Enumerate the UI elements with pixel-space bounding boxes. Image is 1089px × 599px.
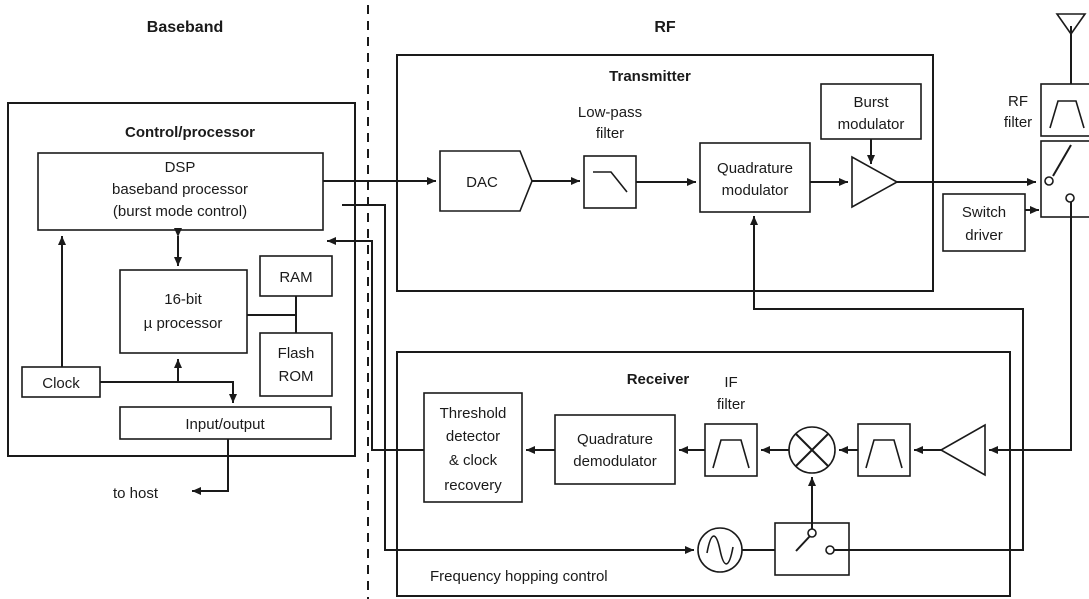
switch-driver-label-2: driver <box>965 227 1003 244</box>
low-pass-filter-icon <box>593 171 628 193</box>
threshold-label-1: Threshold <box>440 405 507 422</box>
synth-switch-contact <box>825 545 835 555</box>
qmod-label-2: modulator <box>722 182 789 199</box>
switch-to-lna-wire <box>989 202 1072 454</box>
rf-band-pass-icon <box>865 439 903 469</box>
qdem-label-2: demodulator <box>573 453 656 470</box>
transmitter-title: Transmitter <box>609 68 691 85</box>
clock-to-io-wire <box>100 381 237 403</box>
if-band-pass-icon <box>712 439 750 469</box>
quadrature-demodulator-block <box>554 414 676 485</box>
control-processor-title: Control/processor <box>125 124 255 141</box>
qmod-label-1: Quadrature <box>717 160 793 177</box>
band-pass-filter-icon <box>1049 100 1085 129</box>
dsp-block <box>37 152 324 231</box>
mixer-cross-b <box>795 433 829 467</box>
qdem-label-1: Quadrature <box>577 431 653 448</box>
dsp-label-1: DSP <box>165 159 196 176</box>
microprocessor-label-2: µ processor <box>144 315 223 332</box>
threshold-label-4: recovery <box>444 477 502 494</box>
if-filter-block <box>704 423 758 477</box>
rf-heading: RF <box>654 19 676 36</box>
if-filter-label-1: IF <box>724 374 737 391</box>
antenna-icon <box>1055 13 1087 36</box>
microprocessor-label-1: 16-bit <box>164 291 202 308</box>
baseband-heading: Baseband <box>147 19 223 36</box>
threshold-label-3: & clock <box>449 452 498 469</box>
ram-block <box>259 255 333 297</box>
burst-label-2: modulator <box>838 116 905 133</box>
microprocessor-block <box>119 269 248 354</box>
rf-filter-label-1: RF <box>1008 93 1028 110</box>
threshold-to-dsp-wire <box>327 237 424 451</box>
rf-filter-label-2: filter <box>1004 114 1032 131</box>
lpf-label-2: filter <box>596 125 624 142</box>
receiver-frame <box>396 351 1011 597</box>
switch-driver-block <box>942 193 1026 252</box>
if-filter-label-2: filter <box>717 396 745 413</box>
frequency-hopping-label: Frequency hopping control <box>430 568 608 585</box>
flash-rom-block <box>259 332 333 397</box>
input-output-label: Input/output <box>185 416 265 433</box>
flash-label-1: Flash <box>278 345 315 362</box>
low-pass-filter-block <box>583 155 637 209</box>
switch-blade <box>1052 144 1072 177</box>
synth-switch-blade <box>795 535 811 552</box>
clock-block <box>21 366 101 398</box>
threshold-label-2: detector <box>446 428 500 445</box>
quadrature-modulator-block <box>699 142 811 213</box>
switch-driver-label-1: Switch <box>962 204 1006 221</box>
lo-to-modulator-wire <box>750 216 1024 551</box>
lpf-label-1: Low-pass <box>578 104 642 121</box>
power-amplifier-icon <box>851 155 899 209</box>
rf-band-pass-block <box>857 423 911 477</box>
dac-block <box>439 150 533 212</box>
rf-filter-block <box>1040 83 1089 137</box>
low-noise-amplifier-icon <box>939 423 986 477</box>
control-processor-frame <box>7 102 356 457</box>
dac-label: DAC <box>466 174 498 191</box>
to-host-label: to host <box>113 485 159 502</box>
transmitter-frame <box>396 54 934 292</box>
dsp-label-2: baseband processor <box>112 181 248 198</box>
switch-tx-contact <box>1044 176 1054 186</box>
threshold-detector-block <box>423 392 523 503</box>
hopping-control-wire <box>342 204 694 554</box>
flash-label-2: ROM <box>279 368 314 385</box>
burst-label-1: Burst <box>853 94 889 111</box>
dsp-label-3: (burst mode control) <box>113 203 247 220</box>
clock-label: Clock <box>42 375 80 392</box>
sine-wave-icon <box>706 535 734 565</box>
io-to-host-wire <box>192 439 229 495</box>
switch-rx-contact <box>1065 193 1075 203</box>
ram-label: RAM <box>279 269 312 286</box>
input-output-block <box>119 406 332 440</box>
receiver-title: Receiver <box>627 371 690 388</box>
